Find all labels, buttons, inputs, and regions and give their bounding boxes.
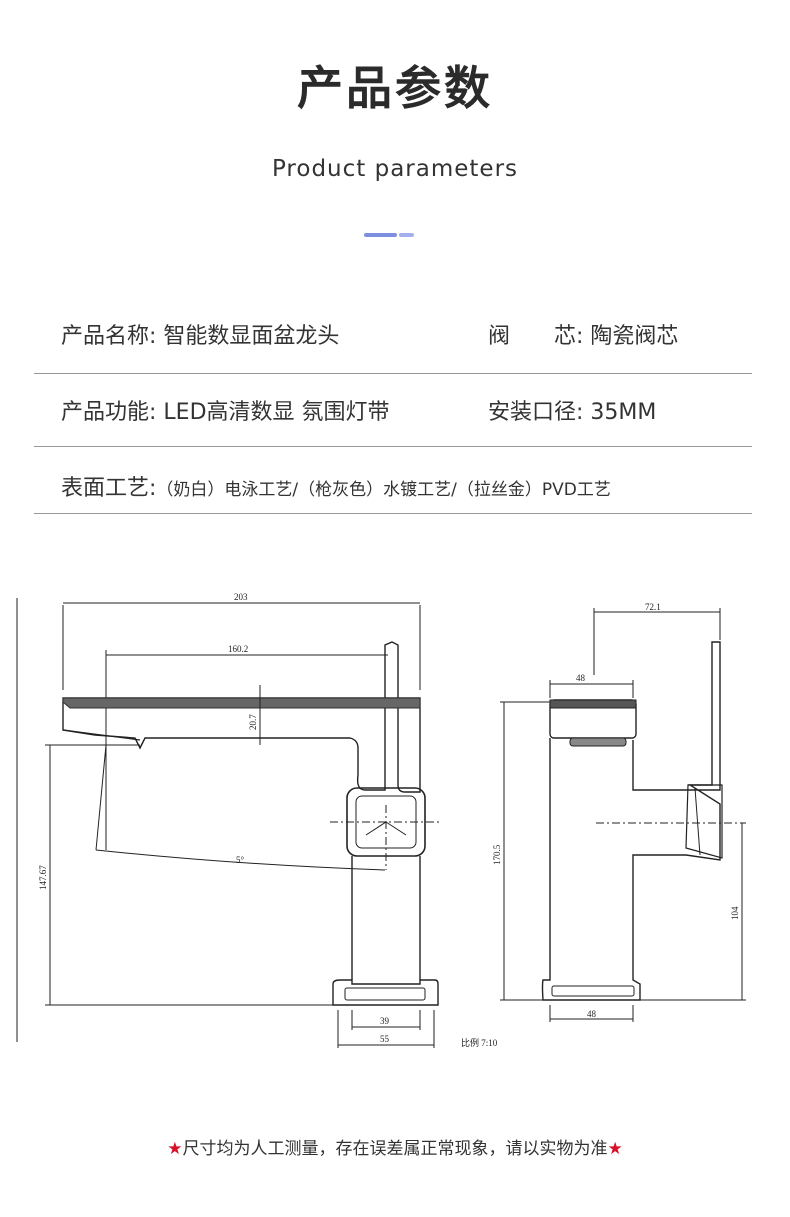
spec-valve-value: 陶瓷阀芯 — [590, 324, 679, 349]
spec-function-label: 产品功能: — [61, 400, 164, 425]
dim-handle-height: 104 — [730, 906, 740, 920]
spec-name: 产品名称: 智能数显面盆龙头 — [61, 318, 339, 350]
divider — [34, 446, 752, 447]
spec-valve: 阀 芯: 陶瓷阀芯 — [488, 318, 678, 350]
accent-bar-segment-2 — [399, 233, 414, 237]
spec-finish-value: （奶白）电泳工艺/（枪灰色）水镀工艺/（拉丝金）PVD工艺 — [156, 480, 611, 500]
spec-row-1: 产品名称: 智能数显面盆龙头 阀 芯: 陶瓷阀芯 — [34, 318, 752, 350]
measurement-note: ★尺寸均为人工测量，存在误差属正常现象，请以实物为准★ — [0, 1134, 790, 1159]
dim-side-height: 170.5 — [492, 844, 502, 865]
drawing-scale: 比例 7:10 — [461, 1037, 498, 1048]
spec-row-3: 表面工艺:（奶白）电泳工艺/（枪灰色）水镀工艺/（拉丝金）PVD工艺 — [34, 470, 752, 502]
dim-base-outer: 55 — [380, 1034, 390, 1044]
side-view — [500, 608, 746, 1022]
dim-angle: 5° — [236, 855, 245, 865]
star-icon: ★ — [167, 1139, 183, 1159]
dim-side-depth: 72.1 — [645, 602, 661, 612]
spec-bore: 安装口径: 35MM — [488, 394, 656, 426]
dim-side-base: 48 — [587, 1009, 597, 1019]
divider — [34, 373, 752, 374]
spec-finish-label: 表面工艺: — [61, 476, 157, 501]
spec-bore-value: 35MM — [590, 400, 657, 425]
star-icon: ★ — [607, 1139, 623, 1159]
dim-spout-thickness: 20.7 — [248, 714, 258, 730]
measurement-note-text: 尺寸均为人工测量，存在误差属正常现象，请以实物为准 — [182, 1139, 608, 1159]
spec-name-label: 产品名称: — [61, 324, 164, 349]
spec-row-2: 产品功能: LED高清数显 氛围灯带 安装口径: 35MM — [34, 394, 752, 426]
page-subtitle: Product parameters — [271, 156, 519, 182]
spec-function-value: LED高清数显 氛围灯带 — [163, 400, 390, 425]
dim-base-inner: 39 — [380, 1016, 390, 1026]
dimension-drawing: 203 160.2 20.7 147.67 5° 39 55 比例 7:10 7… — [16, 592, 746, 1048]
dim-front-height: 147.67 — [38, 865, 48, 890]
accent-bar-segment-1 — [364, 233, 397, 237]
dim-spout-reach: 160.2 — [228, 644, 248, 654]
spec-name-value: 智能数显面盆龙头 — [163, 324, 340, 349]
spec-bore-label: 安装口径: — [488, 400, 591, 425]
spec-finish: 表面工艺:（奶白）电泳工艺/（枪灰色）水镀工艺/（拉丝金）PVD工艺 — [61, 470, 611, 502]
front-view — [45, 602, 440, 1048]
spec-function: 产品功能: LED高清数显 氛围灯带 — [61, 394, 390, 426]
spec-valve-label: 阀 芯: — [488, 324, 591, 349]
dim-spout-depth: 48 — [576, 673, 586, 683]
accent-bar — [364, 233, 414, 237]
page-title: 产品参数 — [297, 61, 493, 115]
divider — [34, 513, 752, 514]
dim-front-width: 203 — [234, 592, 248, 602]
